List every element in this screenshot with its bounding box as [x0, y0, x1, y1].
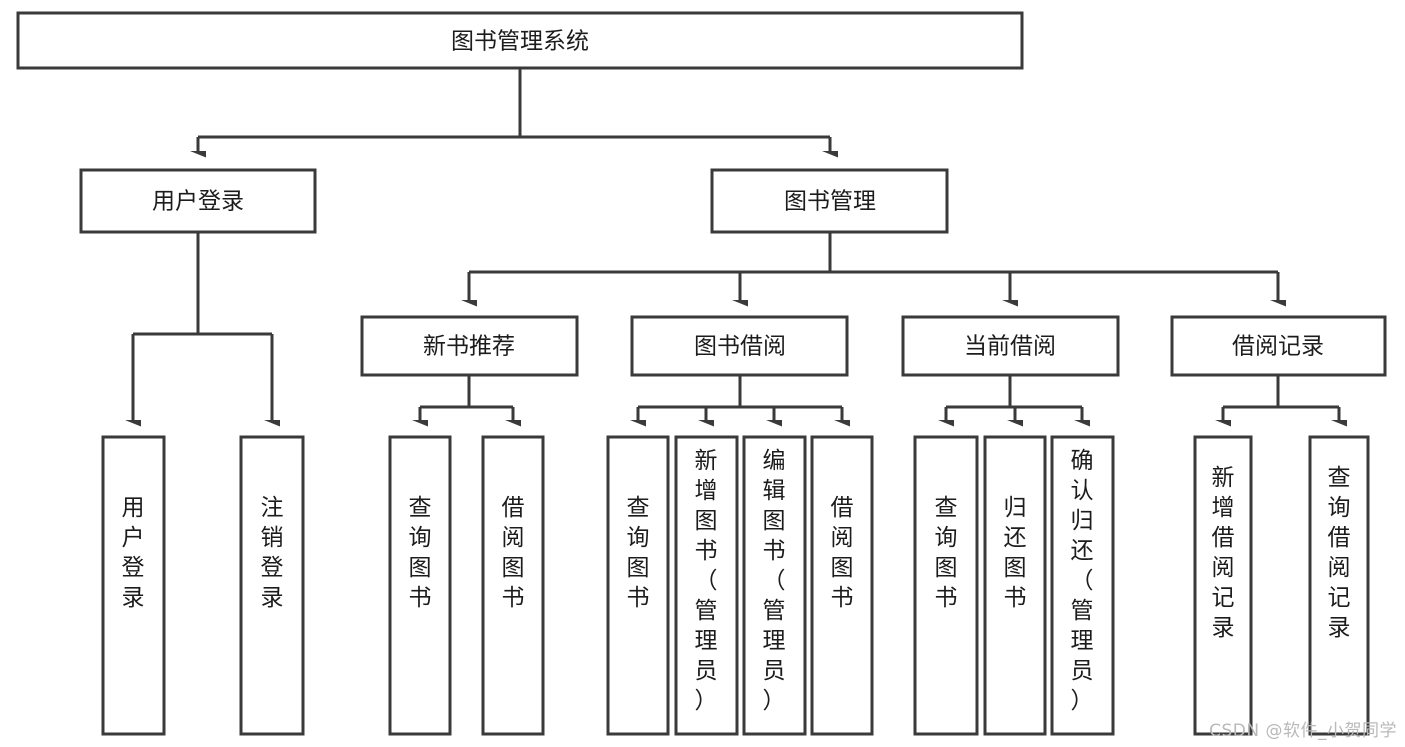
- node-book-borrow[interactable]: 图书借阅: [630, 315, 849, 377]
- node-borrow-record[interactable]: 借阅记录: [1170, 315, 1387, 377]
- node-leaf-borrow-book-box[interactable]: [810, 435, 874, 736]
- node-borrow-record-label: 借阅记录: [1232, 334, 1324, 360]
- node-book-borrow-box[interactable]: [630, 315, 849, 377]
- node-leaf-query-book-borrow-box[interactable]: [606, 435, 670, 736]
- node-leaf-query-borrow-record[interactable]: 查询借阅记录: [1308, 435, 1370, 736]
- node-book-management-label: 图书管理: [784, 189, 876, 215]
- node-leaf-add-borrow-record[interactable]: 新增借阅记录: [1193, 435, 1253, 736]
- node-leaf-confirm-return-admin-box[interactable]: [1050, 435, 1115, 736]
- node-leaf-logout-login-box[interactable]: [239, 435, 305, 736]
- node-user-login-label: 用户登录: [152, 189, 244, 215]
- node-leaf-borrow-book[interactable]: 借阅图书: [810, 435, 874, 736]
- node-user-login-box[interactable]: [79, 168, 317, 234]
- node-book-borrow-label: 图书借阅: [694, 334, 786, 360]
- node-new-book-recommend[interactable]: 新书推荐: [360, 315, 579, 377]
- node-leaf-add-borrow-record-label: 新增借阅记录: [1212, 465, 1235, 641]
- node-book-management-box[interactable]: [710, 168, 949, 234]
- node-leaf-query-book-current-label: 查询图书: [935, 495, 958, 611]
- node-leaf-confirm-return-admin-label: 确认归还（管理员）: [1071, 448, 1094, 714]
- node-leaf-logout-login-label: 注销登录: [261, 495, 284, 611]
- node-current-borrow[interactable]: 当前借阅: [901, 315, 1120, 377]
- node-book-management[interactable]: 图书管理: [710, 168, 949, 234]
- node-leaf-return-book-label: 归还图书: [1004, 495, 1027, 611]
- node-leaf-user-login[interactable]: 用户登录: [101, 435, 166, 736]
- node-leaf-logout-login[interactable]: 注销登录: [239, 435, 305, 736]
- node-leaf-borrow-book-recommend[interactable]: 借阅图书: [481, 435, 545, 736]
- node-leaf-borrow-book-recommend-label: 借阅图书: [502, 495, 525, 611]
- node-new-book-recommend-box[interactable]: [360, 315, 579, 377]
- node-leaf-query-book-current[interactable]: 查询图书: [913, 435, 979, 736]
- node-leaf-query-book-recommend-box[interactable]: [388, 435, 452, 736]
- node-current-borrow-box[interactable]: [901, 315, 1120, 377]
- node-leaf-query-borrow-record-box[interactable]: [1308, 435, 1370, 736]
- csdn-watermark: CSDN @软件_小贺同学: [1209, 721, 1397, 741]
- node-root[interactable]: 图书管理系统: [16, 11, 1024, 70]
- node-leaf-return-book[interactable]: 归还图书: [983, 435, 1047, 736]
- node-current-borrow-label: 当前借阅: [964, 334, 1056, 360]
- node-leaf-add-book-admin[interactable]: 新增图书（管理员）: [674, 435, 739, 736]
- node-leaf-query-borrow-record-label: 查询借阅记录: [1328, 465, 1351, 641]
- node-new-book-recommend-label: 新书推荐: [423, 334, 515, 360]
- node-leaf-query-book-recommend[interactable]: 查询图书: [388, 435, 452, 736]
- node-leaf-query-book-current-box[interactable]: [913, 435, 979, 736]
- node-leaf-query-book-borrow-label: 查询图书: [627, 495, 650, 611]
- node-leaf-edit-book-admin[interactable]: 编辑图书（管理员）: [742, 435, 807, 736]
- connector-group: [133, 68, 1339, 421]
- node-leaf-edit-book-admin-box[interactable]: [742, 435, 807, 736]
- node-leaf-user-login-box[interactable]: [101, 435, 166, 736]
- node-leaf-confirm-return-admin[interactable]: 确认归还（管理员）: [1050, 435, 1115, 736]
- node-leaf-borrow-book-label: 借阅图书: [831, 495, 854, 611]
- node-leaf-user-login-label: 用户登录: [122, 495, 145, 611]
- node-root-label: 图书管理系统: [451, 29, 589, 55]
- node-leaf-borrow-book-recommend-box[interactable]: [481, 435, 545, 736]
- node-leaf-add-book-admin-label: 新增图书（管理员）: [695, 448, 718, 714]
- node-leaf-query-book-borrow[interactable]: 查询图书: [606, 435, 670, 736]
- node-borrow-record-box[interactable]: [1170, 315, 1387, 377]
- node-leaf-query-book-recommend-label: 查询图书: [409, 495, 432, 611]
- node-leaf-add-borrow-record-box[interactable]: [1193, 435, 1253, 736]
- node-leaf-return-book-box[interactable]: [983, 435, 1047, 736]
- node-leaf-add-book-admin-box[interactable]: [674, 435, 739, 736]
- node-root-box[interactable]: [16, 11, 1024, 70]
- node-user-login[interactable]: 用户登录: [79, 168, 317, 234]
- node-leaf-edit-book-admin-label: 编辑图书（管理员）: [763, 448, 786, 714]
